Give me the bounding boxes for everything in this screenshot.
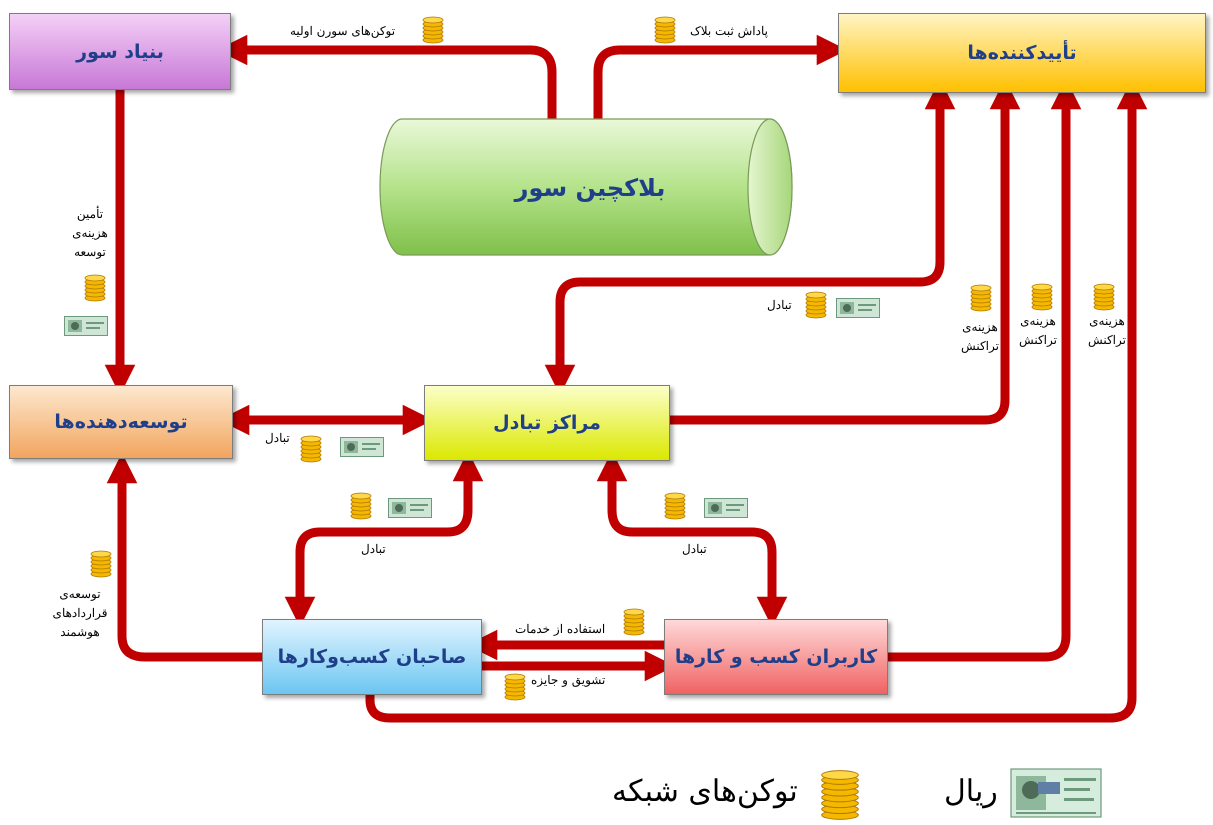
label-block-reward: پاداش ثبت بلاک: [690, 24, 768, 38]
label-tx-fee-2: هزینه‌ی تراکنش: [1019, 314, 1057, 347]
label-dev-funding: تأمین هزینه‌ی توسعه: [72, 207, 108, 259]
arrow-exchange-fee: [668, 78, 1021, 425]
arrow-initial-tokens: [216, 34, 557, 120]
coin-icon: [654, 16, 676, 44]
arrow-owners-fee: [365, 78, 1148, 723]
label-exchange-users: تبادل: [682, 542, 707, 556]
node-developers: توسعه‌دهنده‌ها: [9, 385, 233, 459]
label-use-services: استفاده از خدمات: [515, 622, 606, 636]
node-business-owners: صاحبان کسب‌وکار‌ها: [262, 619, 482, 695]
label-smart-contracts: توسعه‌ی قراردادهای هوشمند: [52, 587, 108, 639]
coin-icon: [664, 492, 686, 520]
node-foundation: بنیاد سور: [9, 13, 231, 90]
label-exchange-developers: تبادل: [265, 431, 290, 445]
coin-icon: [970, 284, 992, 312]
arrow-block-reward: [593, 34, 848, 120]
node-blockchain: بلاکچین سور: [514, 174, 666, 202]
coin-icon: [350, 492, 372, 520]
banknote-icon: [64, 316, 108, 336]
banknote-icon: [704, 498, 748, 518]
arrow-exchange-owners: [284, 450, 484, 628]
arrow-exchange-users: [596, 450, 788, 628]
legend-rial-label: ریال: [944, 774, 998, 809]
node-exchanges: مراکز تبادل: [424, 385, 670, 461]
coin-icon: [504, 673, 526, 701]
node-validators: تأیید‌کننده‌ها: [838, 13, 1206, 93]
arrow-smart-contracts: [106, 452, 262, 662]
coin-icon: [623, 608, 645, 636]
coin-icon: [90, 550, 112, 578]
coin-icon: [1093, 283, 1115, 311]
banknote-icon: [340, 437, 384, 457]
label-incentive: تشویق و جایزه: [531, 673, 606, 687]
legend-banknote-icon: [1010, 768, 1102, 818]
coin-icon: [1031, 283, 1053, 311]
coin-icon: [422, 16, 444, 44]
coin-icon: [805, 291, 827, 319]
legend-tokens-label: توکن‌های شبکه: [612, 774, 798, 809]
legend-coin-icon: [821, 770, 859, 820]
label-tx-fee-3: هزینه‌ی تراکنش: [1088, 314, 1126, 347]
label-initial-tokens: توکن‌های سورن اولیه: [290, 24, 396, 38]
banknote-icon: [836, 298, 880, 318]
label-tx-fee-1: هزینه‌ی تراکنش: [961, 320, 999, 353]
coin-icon: [84, 274, 106, 302]
label-exchange-validators: تبادل: [767, 298, 792, 312]
label-exchange-owners: تبادل: [361, 542, 386, 556]
arrow-validators-exchange: [544, 78, 956, 396]
banknote-icon: [388, 498, 432, 518]
node-business-users: کاربران کسب و کارها: [664, 619, 888, 695]
arrow-users-fee: [888, 78, 1082, 662]
blockchain-cylinder: [379, 118, 793, 256]
coin-icon: [300, 435, 322, 463]
